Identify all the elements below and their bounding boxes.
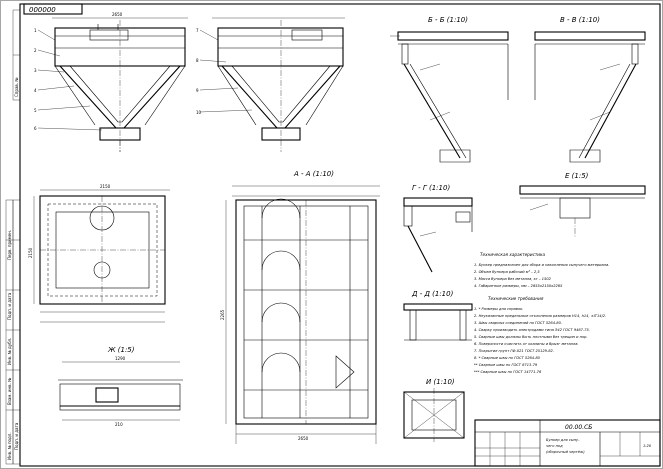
section-gg: Г - Г (1:10) [403, 184, 473, 273]
section-aa-title: А - А (1:10) [293, 170, 334, 178]
view-i-title: И (1:10) [426, 378, 455, 386]
pos-marker: 3 [34, 68, 37, 73]
top-code: 000000 [29, 6, 56, 14]
dim-zh-height: 210 [115, 422, 123, 427]
dim-aa-width: 2650 [298, 436, 309, 441]
tech-req-line: ** Сварные швы по ГОСТ 8713-79 [474, 363, 538, 367]
pos-marker: 6 [34, 126, 37, 131]
dim-plan-height: 2150 [28, 247, 33, 258]
pos-marker: 1 [34, 28, 37, 33]
stamp-scale: 1:20 [643, 444, 652, 448]
tech-requirements: Технические требования 1. * Размеры для … [474, 296, 606, 374]
view-i: И (1:10) [403, 378, 465, 442]
top-code-box: 000000 [23, 3, 83, 15]
pos-marker: 4 [34, 88, 37, 93]
strip-label-6: Подп. и дата [14, 422, 19, 450]
tech-req-line: 3. Швы сварных соединений по ГОСТ 5264-8… [474, 321, 562, 325]
tech-char-line: 4. Габаритные размеры, мм – 2655х2150х22… [474, 284, 563, 288]
dim-zh-width: 1290 [115, 356, 126, 361]
pos-marker: 9 [196, 88, 199, 93]
section-dd: Д - Д (1:10) [403, 290, 473, 341]
view-e: Е (1:5) [519, 172, 646, 238]
tech-req-line: 6. Поверхности очистить от окалины и бры… [474, 342, 579, 346]
dim-plan-width: 2150 [100, 184, 111, 189]
tech-char-header: Техническая характеристика [480, 252, 546, 257]
front-view-hopper: 2650 1 2 3 4 5 6 [34, 12, 188, 152]
strip-label-3: Подп. и дата [7, 292, 12, 320]
plan-view: 2150 2150 [28, 184, 170, 323]
section-dd-title: Д - Д (1:10) [411, 290, 454, 298]
section-vv-title: В - В (1:10) [560, 16, 600, 24]
tech-char-line: 3. Масса бункера без металла, кг – 1502 [474, 277, 552, 281]
pos-marker: 2 [34, 48, 37, 53]
tech-req-line: 8. * Сварные швы по ГОСТ 5264-80 [474, 356, 541, 360]
strip-label-5: Взам. инв. № [7, 378, 12, 405]
view-zh-title: Ж (1:5) [107, 346, 135, 354]
title-block: 00.00.СБ Бункер для сыпу- чего под (сбор… [474, 419, 661, 467]
tech-req-line: *** Сварные швы по ГОСТ 14771-76 [474, 370, 542, 374]
tech-req-line: 2. Неуказанные предельные отклонения раз… [474, 314, 606, 318]
view-zh: Ж (1:5) 1290 210 [58, 346, 183, 427]
tech-char-line: 2. Объем бункера рабочий м³ – 2,5 [474, 270, 540, 274]
pos-marker: 8 [196, 58, 199, 63]
pos-marker: 7 [196, 28, 199, 33]
tech-req-header: Технические требования [488, 296, 544, 301]
dim-top-width: 2650 [112, 12, 123, 17]
dim-aa-height: 2265 [220, 309, 225, 320]
pos-marker: 10 [196, 110, 202, 115]
strip-label-2: Справ. № [14, 78, 19, 97]
section-gg-title: Г - Г (1:10) [412, 184, 450, 192]
left-binding-strip: Перв. примен. Справ. № Подп. и дата Инв.… [5, 9, 21, 465]
inner-frame [19, 3, 661, 467]
stamp-title-line2: чего под [546, 444, 563, 448]
section-bb: Б - Б (1:10) [390, 16, 509, 163]
tech-req-line: 5. Сварные швы должны быть плотными без … [474, 335, 588, 339]
pos-marker: 5 [34, 108, 37, 113]
tech-characteristics: Техническая характеристика 1. Бункер пре… [474, 252, 609, 288]
tech-req-line: 1. * Размеры для справок. [474, 307, 524, 311]
stamp-title-line1: Бункер для сыпу- [546, 438, 580, 442]
section-bb-title: Б - Б (1:10) [428, 16, 468, 24]
tech-req-line: 7. Покрытие грунт ГФ-021 ГОСТ 25129-82. [474, 349, 554, 353]
stamp-code: 00.00.СБ [565, 424, 592, 431]
tech-char-line: 1. Бункер предназначен для сбора и накоп… [474, 263, 609, 267]
tech-req-line: 4. Сварку производить электродами типа Э… [474, 328, 590, 332]
strip-label-1: Перв. примен. [7, 230, 12, 260]
side-view-hopper: 7 8 9 10 [196, 17, 345, 152]
view-e-title: Е (1:5) [565, 172, 589, 180]
strip-label-4: Инв. № дубл. [7, 338, 12, 365]
strip-label-7: Инв. № подл. [7, 432, 12, 460]
section-aa: А - А (1:10) 2265 2650 [220, 170, 380, 444]
section-vv: В - В (1:10) [534, 16, 646, 163]
stamp-title-line3: (сборочный чертёж) [546, 450, 585, 454]
